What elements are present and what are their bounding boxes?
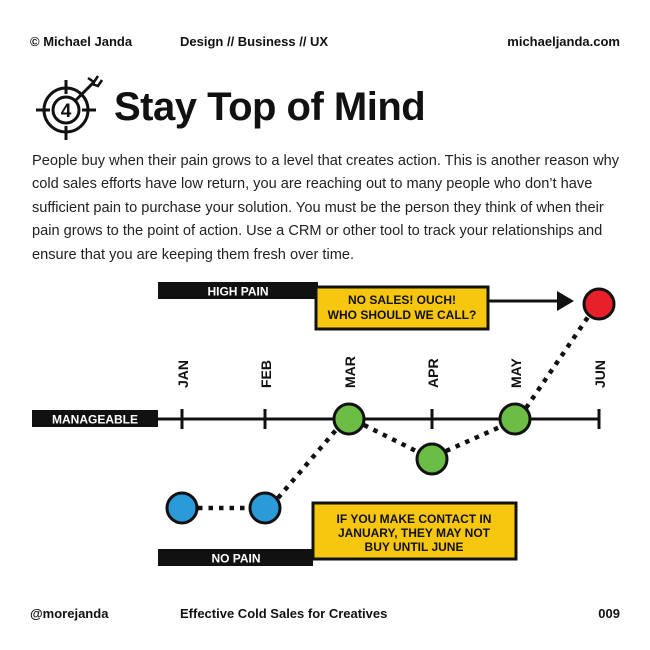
callout-bottom	[311, 501, 518, 561]
page-number: 009	[598, 606, 620, 621]
no-pain-bar	[158, 549, 313, 566]
month-label: MAR	[342, 356, 358, 388]
month-label: JUN	[592, 360, 608, 388]
callout-top	[314, 285, 490, 331]
month-label: FEB	[258, 360, 274, 388]
pain-path-dotted	[198, 315, 590, 511]
month-label: MAY	[508, 358, 524, 388]
callout-top-line1: NO SALES! OUCH!	[348, 293, 456, 307]
pain-timeline-diagram: HIGH PAIN NO SALES! OUCH! WHO SHOULD WE …	[32, 282, 616, 566]
body-paragraph: People buy when their pain grows to a le…	[32, 153, 620, 263]
header-bar: © Michael Janda Design // Business // UX…	[30, 34, 620, 52]
month-label: APR	[425, 358, 441, 388]
step-number: 4	[61, 101, 72, 122]
mar-point	[332, 402, 366, 436]
callout-top-line2: WHO SHOULD WE CALL?	[328, 308, 477, 322]
high-pain-label: HIGH PAIN	[207, 285, 268, 299]
callout-bottom-line2: JANUARY, THEY MAY NOT	[338, 526, 491, 540]
high-pain-bar	[158, 282, 318, 299]
manageable-label: MANAGEABLE	[52, 413, 138, 427]
series-title: Effective Cold Sales for Creatives	[180, 606, 388, 621]
manageable-bar	[32, 410, 158, 427]
jan-point	[165, 491, 199, 525]
copyright-text: © Michael Janda	[30, 34, 133, 49]
callout-bottom-line3: BUY UNTIL JUNE	[365, 540, 464, 554]
callout-bottom-line1: IF YOU MAKE CONTACT IN	[337, 512, 492, 526]
feb-point	[248, 491, 282, 525]
website-link[interactable]: michaeljanda.com	[507, 34, 620, 49]
footer-bar: @morejanda Effective Cold Sales for Crea…	[30, 606, 620, 624]
target-arrow-icon: 4	[36, 75, 104, 140]
arrow-head-icon	[557, 291, 574, 311]
month-label: JAN	[175, 360, 191, 388]
categories-text: Design // Business // UX	[180, 34, 329, 49]
apr-point	[415, 442, 449, 476]
may-point	[498, 402, 532, 436]
social-handle[interactable]: @morejanda	[30, 606, 109, 621]
page-title: Stay Top of Mind	[114, 85, 426, 129]
no-pain-label: NO PAIN	[211, 552, 260, 566]
jun-point	[582, 287, 616, 321]
